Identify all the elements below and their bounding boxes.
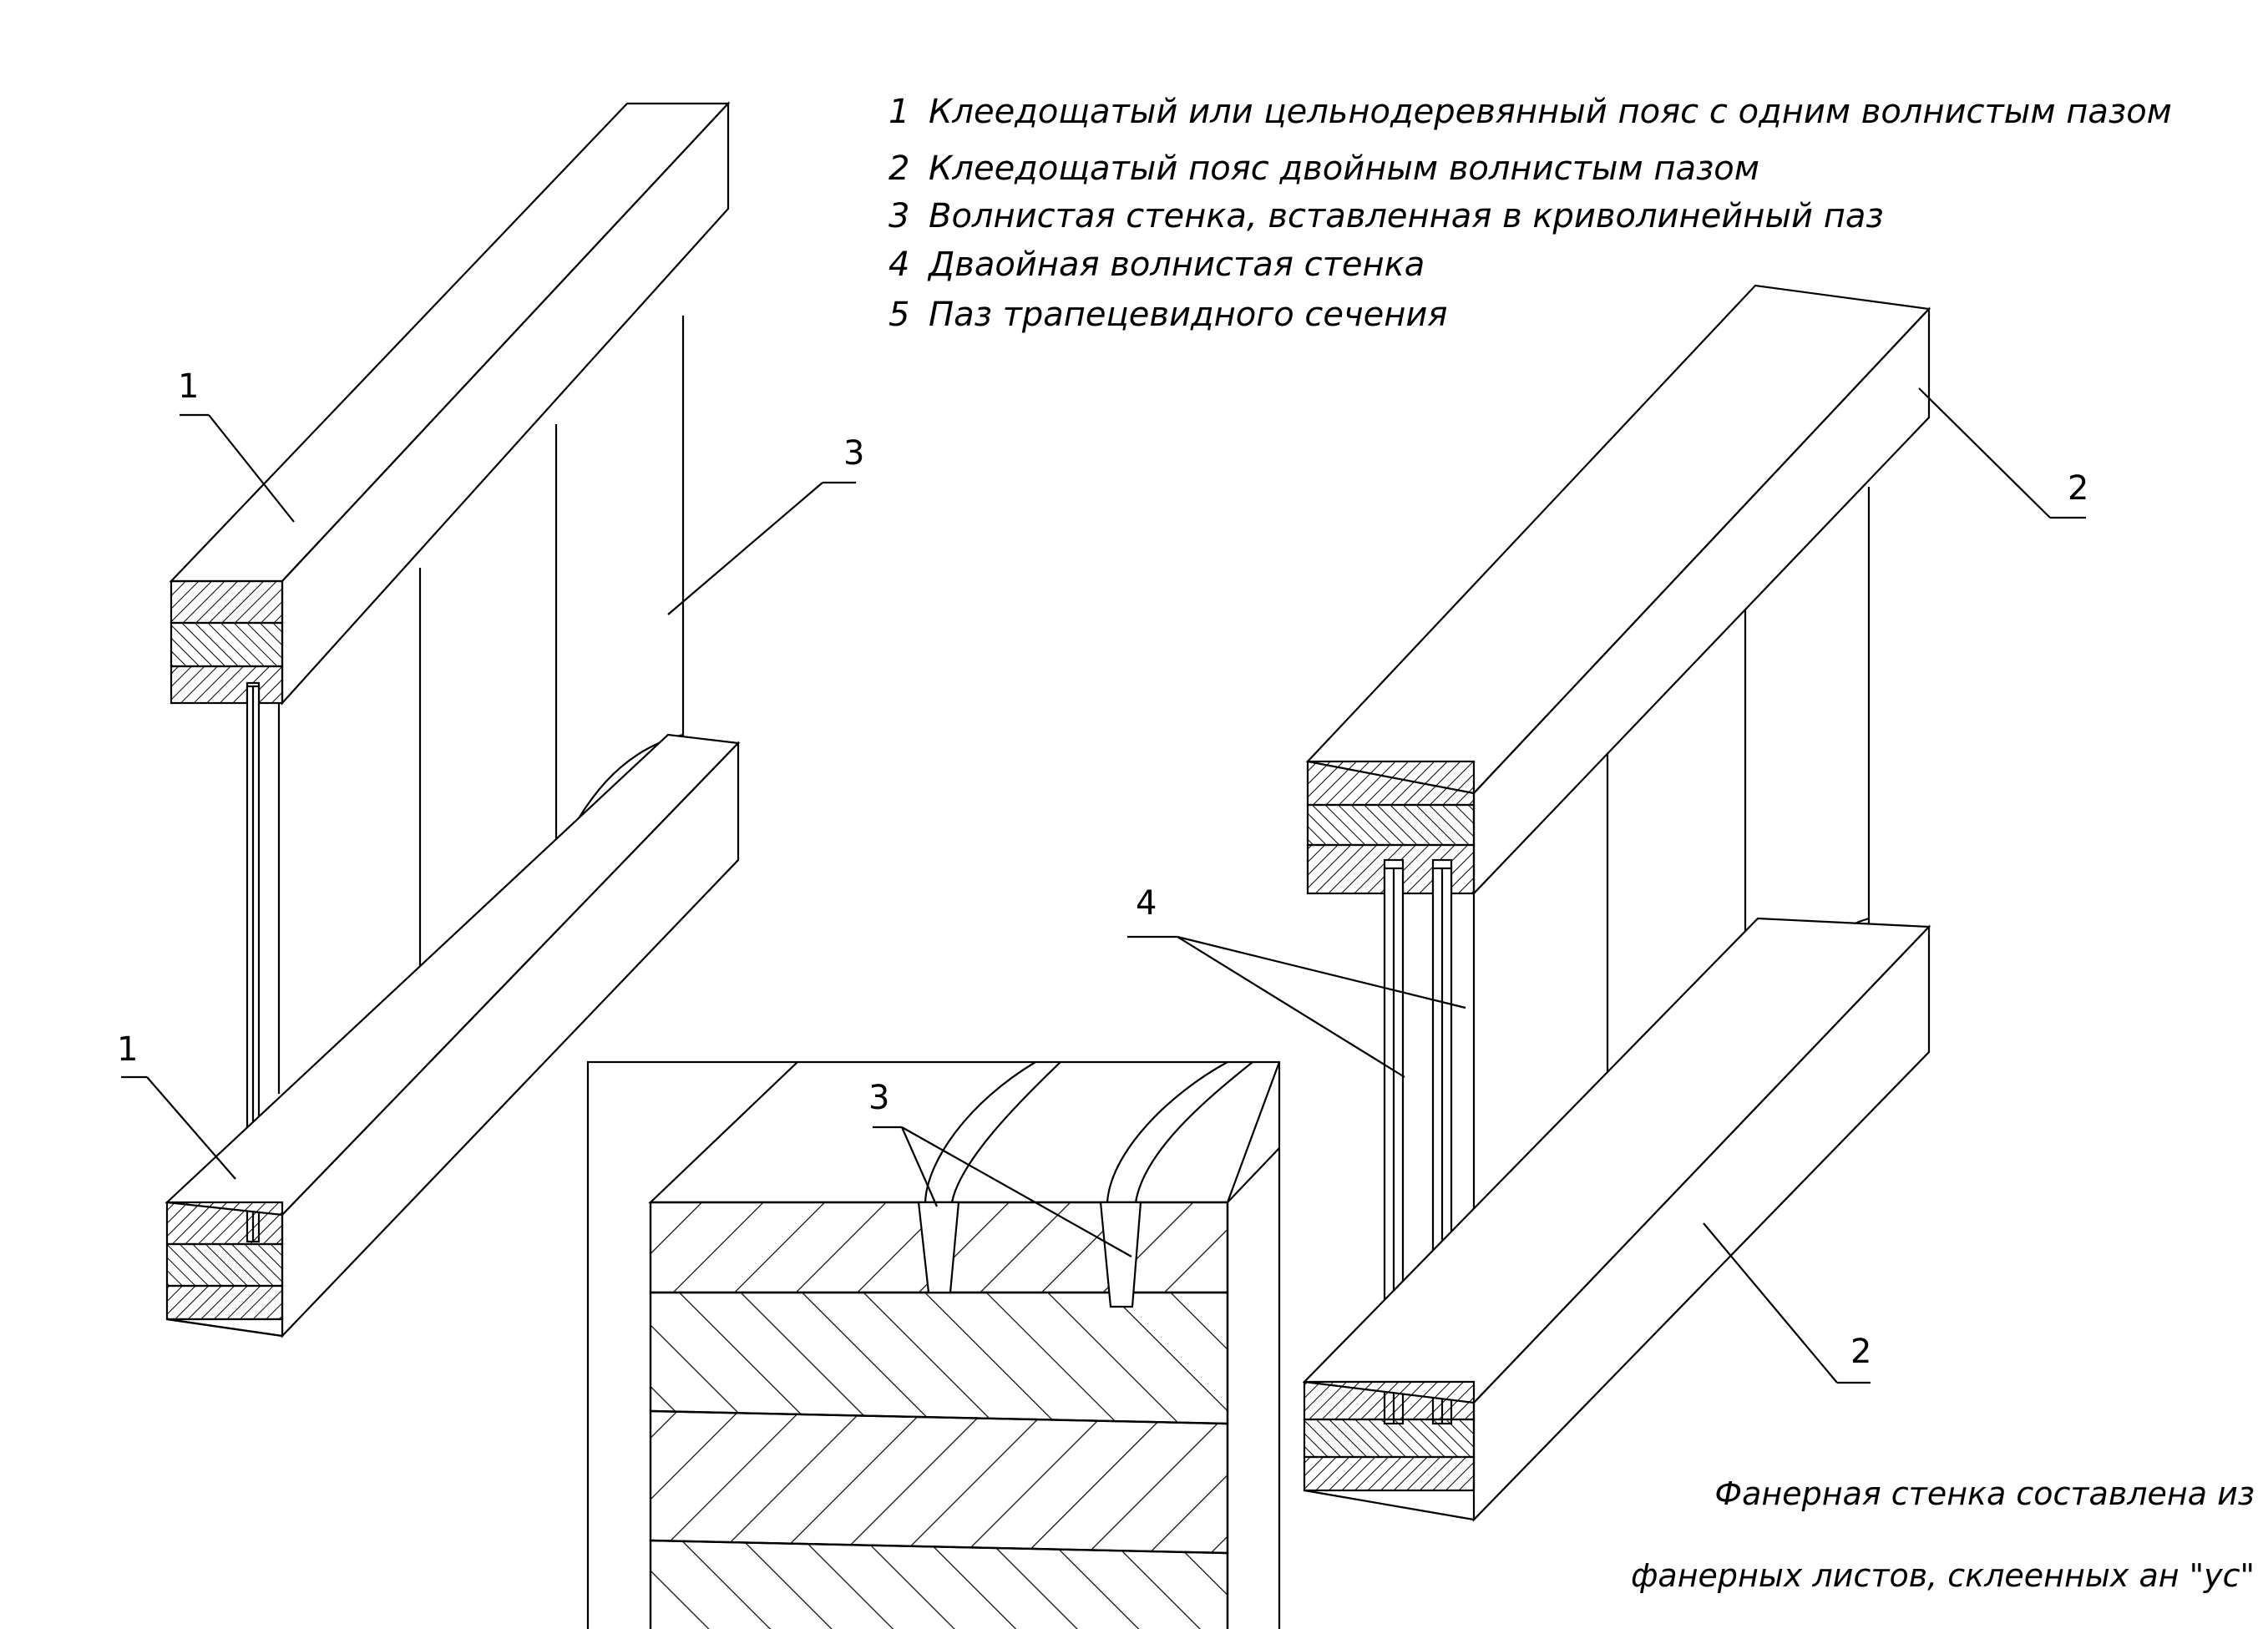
legend: 1 Клеедощатый или цельнодеревянный пояс … [888, 93, 2172, 334]
left-top-chord [169, 101, 731, 706]
legend-num-2: 2 [888, 149, 909, 188]
callout-detail-wall: 3 [868, 1079, 889, 1117]
legend-num-3: 3 [888, 197, 909, 235]
right-callouts: 2 2 4 [1127, 387, 2088, 1384]
detail-view: 3 [586, 1060, 1281, 1629]
callout-right-top: 2 [2068, 469, 2088, 508]
note-line-2: фанерных листов, склеенных ан "ус" [1631, 1557, 2255, 1594]
callout-right-wall: 4 [1136, 884, 1157, 923]
legend-num-4: 4 [888, 245, 909, 284]
right-bottom-chord [1302, 917, 1931, 1522]
legend-text-5: Паз трапецевидного сечения [929, 296, 1447, 334]
left-bottom-chord [165, 733, 741, 1338]
legend-num-5: 5 [888, 296, 909, 334]
callout-left-top: 1 [178, 367, 199, 406]
legend-text-1: Клеедощатый или цельнодеревянный пояс с … [929, 93, 2172, 131]
right-beam: 2 2 4 [1127, 284, 2088, 1522]
legend-num-1: 1 [888, 93, 909, 131]
left-beam: 1 1 3 [117, 101, 864, 1338]
callout-right-bottom: 2 [1850, 1333, 1871, 1371]
right-top-chord [1305, 284, 1931, 896]
left-callouts: 1 1 3 [117, 367, 864, 1180]
plywood-note: Фанерная стенка составлена из фанерных л… [1631, 1475, 2255, 1594]
note-line-1: Фанерная стенка составлена из [1714, 1475, 2255, 1512]
callout-left-bottom: 1 [117, 1030, 138, 1069]
legend-text-4: Дваойная волнистая стенка [927, 245, 1425, 284]
callout-left-wall: 3 [843, 434, 864, 473]
legend-text-2: Клеедощатый пояс двойным волнистым пазом [929, 149, 1759, 188]
legend-text-3: Волнистая стенка, вставленная в криволин… [929, 197, 1884, 235]
